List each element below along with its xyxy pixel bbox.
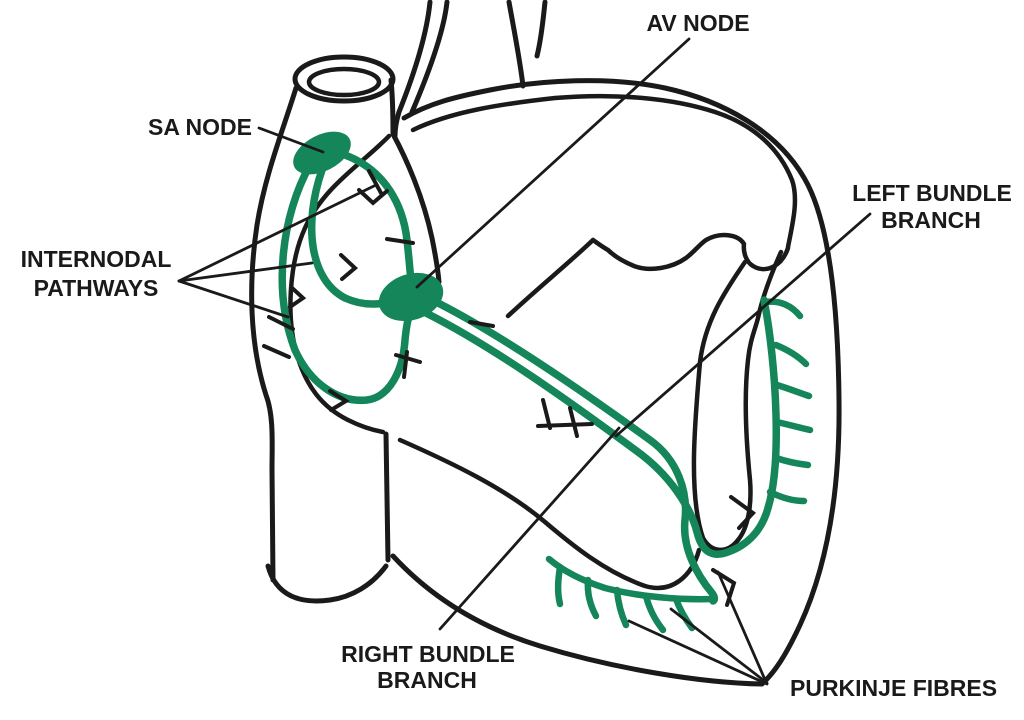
ivc-right-wall [383, 431, 391, 563]
left-bundle-branch-path [422, 296, 780, 558]
atrium-right-boundary [388, 77, 442, 285]
leader-lines [177, 37, 872, 686]
right-bundle-label-line2: BRANCH [377, 667, 477, 693]
heart-outline [249, 0, 842, 687]
purkinje-branch [672, 595, 696, 632]
internodal-leader [177, 183, 378, 283]
left-bundle-label-line2: BRANCH [881, 207, 981, 233]
av-node [378, 272, 444, 322]
purkinje-leader [669, 607, 769, 685]
chevron-mark [357, 188, 389, 206]
ivc-bottom-opening [265, 563, 389, 604]
labels: SA NODE AV NODE INTERNODAL PATHWAYS LEFT… [21, 10, 1012, 701]
rv-inner-wall [397, 437, 702, 591]
tick-mark [262, 344, 291, 359]
internodal-label-line1: INTERNODAL [21, 246, 172, 272]
sa-node-label: SA NODE [148, 114, 252, 140]
lv-inflow-left-line [505, 237, 596, 319]
purkinje-branch [772, 454, 812, 469]
purkinje-bottom-line [545, 555, 717, 603]
internodal-label-line2: PATHWAYS [34, 275, 159, 301]
purkinje-branch [613, 586, 630, 629]
purkinje-branch [772, 341, 810, 368]
purkinje-branch [554, 563, 564, 608]
tick-mark [468, 320, 495, 328]
flow-marks [262, 169, 757, 607]
purkinje-branch [762, 298, 804, 320]
right-bundle-leader [438, 426, 621, 631]
right-bundle-branch-path [424, 294, 719, 605]
right-atrium-outer-wall [249, 85, 299, 583]
tick-mark [568, 406, 579, 438]
chevron-mark [328, 389, 350, 412]
left-atrium-inner-wall [410, 93, 798, 250]
purkinje-branch [766, 488, 808, 505]
tick-mark [402, 350, 409, 379]
purkinje-leader [627, 619, 769, 686]
internodal-pathway-posterior [278, 161, 412, 404]
left-bundle-label-line1: LEFT BUNDLE [852, 180, 1012, 206]
purkinje-label: PURKINJE FIBRES [790, 675, 997, 701]
purkinje-leader [716, 570, 768, 684]
internodal-leader [177, 261, 314, 283]
purkinje-branch [773, 381, 813, 400]
purkinje-branch [773, 418, 814, 434]
aorta-top-left [506, 0, 526, 89]
right-bundle-label-line1: RIGHT BUNDLE [341, 641, 515, 667]
vessel-ascending-right [409, 0, 450, 115]
mitral-valve-cusps [590, 232, 791, 272]
conduction-system [278, 131, 814, 634]
av-node-label: AV NODE [646, 10, 749, 36]
chevron-mark [729, 495, 757, 530]
tick-mark [536, 422, 594, 428]
heart-outer-boundary [390, 78, 842, 687]
tick-mark [385, 237, 415, 245]
aorta-top-right [534, 0, 548, 59]
internodal-leader [177, 279, 290, 319]
tick-mark [367, 169, 383, 195]
left-bundle-leader [614, 212, 872, 438]
purkinje-branch [642, 592, 667, 634]
internodal-pathway-anterior [341, 151, 415, 286]
sa-node-leader [257, 126, 325, 154]
purkinje-branch [584, 576, 600, 620]
chevron-mark [288, 285, 307, 309]
chevron-mark [339, 253, 359, 281]
tick-mark [541, 398, 552, 430]
svc-opening-inner [306, 66, 382, 98]
av-node-leader [415, 37, 691, 289]
tick-mark [267, 315, 295, 331]
